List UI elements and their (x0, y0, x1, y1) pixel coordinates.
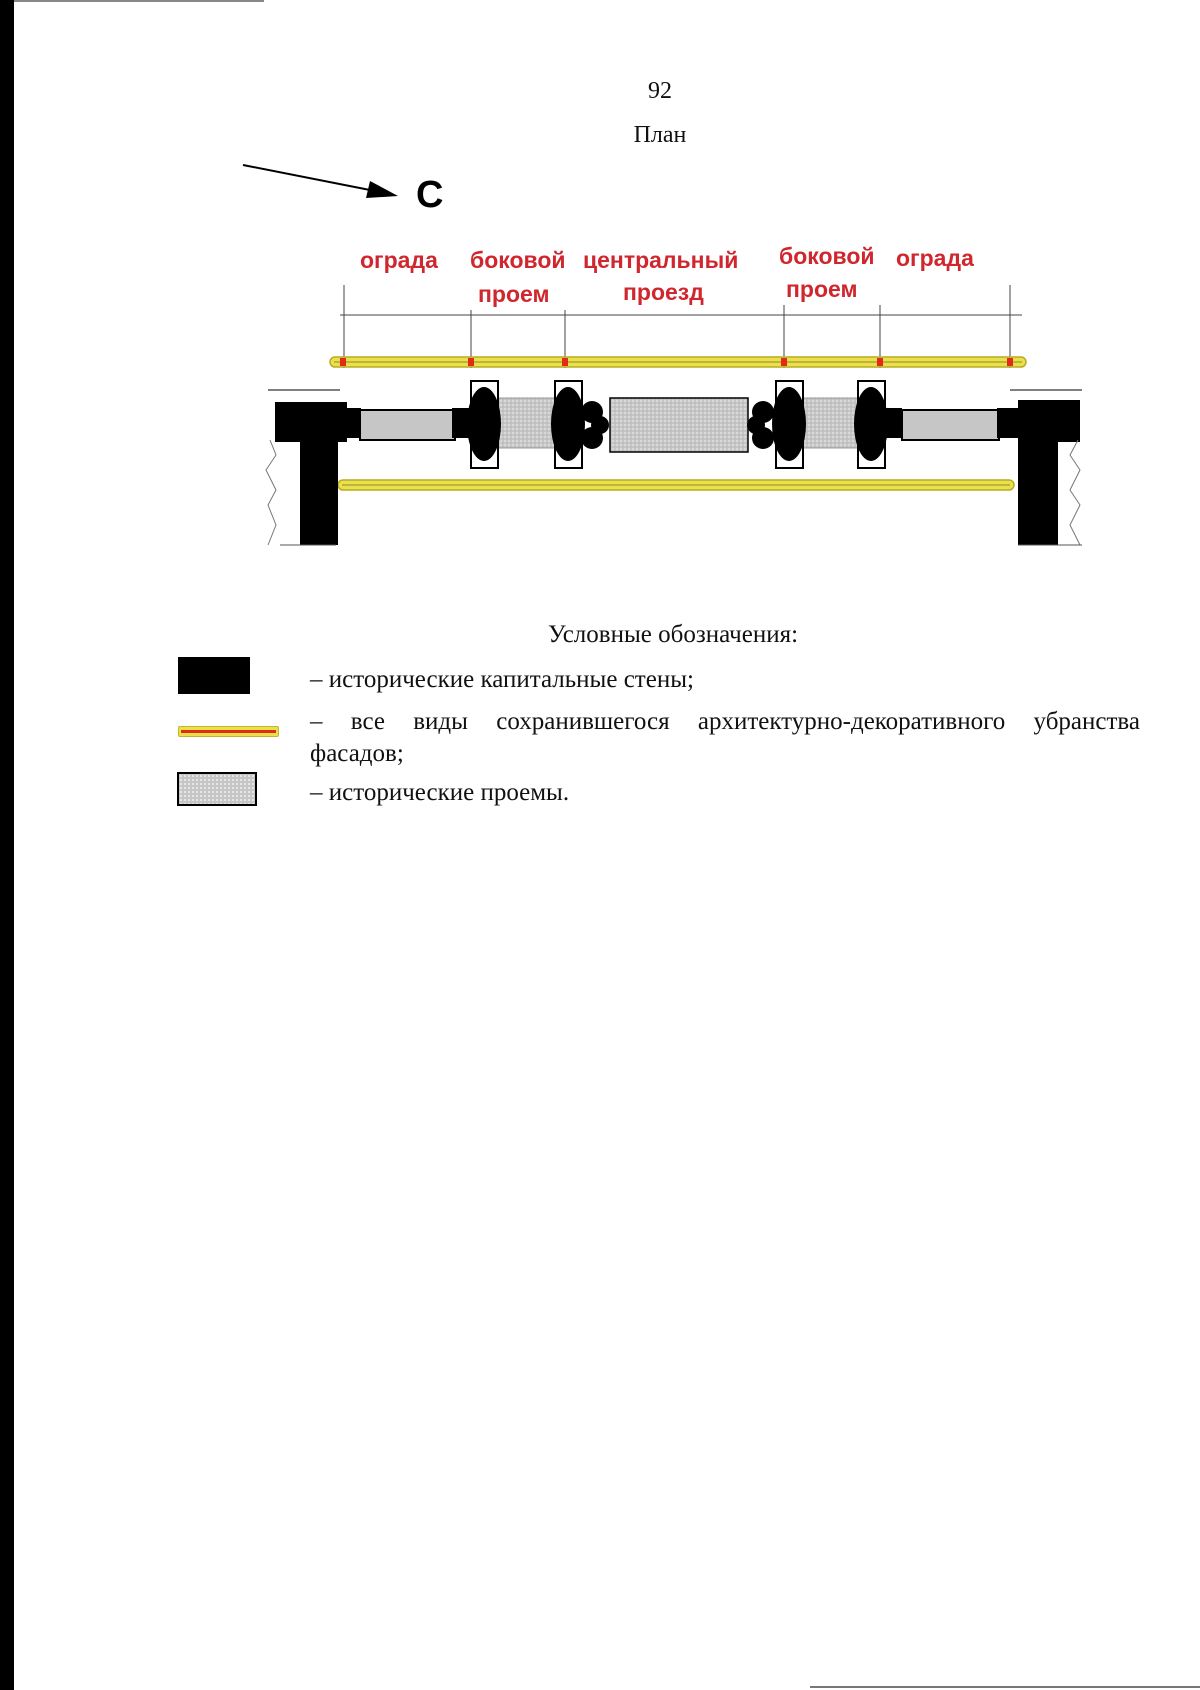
label-left-side-2: проем (478, 281, 550, 307)
decor-band-bottom (337, 479, 1015, 491)
label-left-side-1: боковой (470, 247, 566, 273)
legend-openings-text: – исторические проемы. (310, 779, 570, 806)
right-side-opening (799, 397, 859, 449)
left-building-wall (265, 389, 347, 546)
left-side-opening (497, 397, 559, 449)
north-arrow-icon (242, 164, 398, 198)
decor-band-top (329, 356, 1027, 368)
legend-walls-swatch (178, 657, 250, 694)
page-number: 92 (648, 78, 672, 104)
plan-title: План (633, 122, 687, 148)
scan-top-line (14, 0, 264, 2)
label-right-fence: ограда (896, 245, 974, 271)
scan-bottom-line (810, 1686, 1200, 1688)
label-central-1: центральный (583, 247, 738, 273)
label-right-side-2: проем (786, 276, 858, 302)
legend-decor-text-2: фасадов; (310, 740, 404, 767)
pylon-2 (551, 380, 609, 469)
legend-openings-swatch (177, 772, 257, 806)
plan-drawing: С ограда боковой проем центральный проез… (242, 164, 1082, 546)
right-building-wall (1010, 389, 1082, 546)
legend-walls-text: – исторические капитальные стены; (310, 666, 694, 693)
label-central-2: проезд (623, 279, 704, 305)
pylon-4 (854, 380, 888, 469)
pylon-3 (747, 380, 806, 469)
label-left-fence: ограда (360, 247, 438, 273)
label-right-side-1: боковой (779, 243, 875, 269)
central-passage (609, 397, 749, 453)
scan-edge-bar (0, 0, 14, 1690)
pylon-1 (467, 380, 501, 469)
legend-decor-swatch (178, 726, 279, 737)
legend-decor-text-1: – все виды сохранившегося архитектурно-д… (310, 708, 1140, 735)
fence-segments (345, 408, 1019, 441)
north-label: С (416, 174, 443, 216)
legend-title: Условные обозначения: (548, 621, 799, 648)
